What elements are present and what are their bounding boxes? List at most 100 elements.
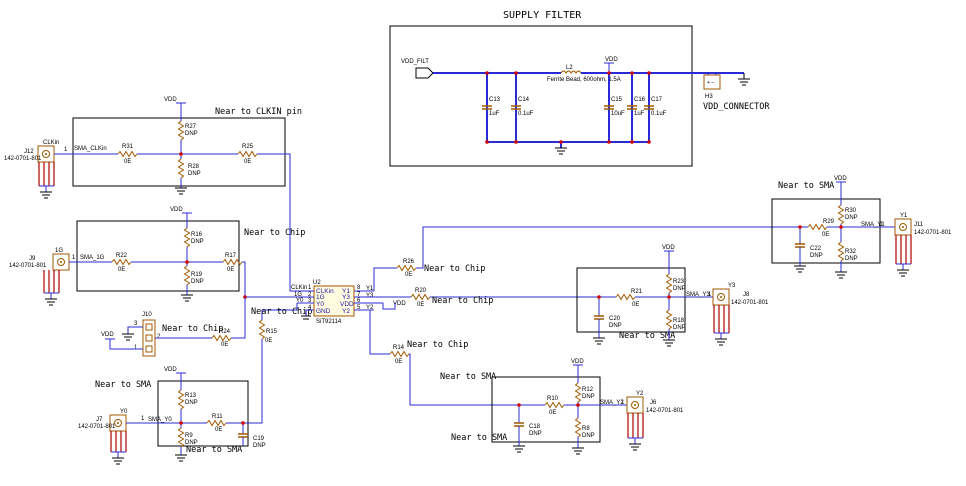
svg-text:DNP: DNP: [582, 433, 595, 439]
svg-text:R12: R12: [582, 387, 594, 393]
svg-text:DNP: DNP: [185, 131, 198, 137]
y2-output-section: Near to SMA Near to SMA R10 0E SMA_Y2 1 …: [440, 359, 684, 455]
svg-text:R9: R9: [185, 433, 193, 439]
svg-text:R10: R10: [547, 396, 559, 402]
svg-text:Y0: Y0: [316, 301, 324, 308]
l2-value: Ferrite Bead, 600ohm, 1.5A: [547, 77, 621, 83]
svg-text:Y3: Y3: [728, 283, 736, 289]
svg-text:Y1: Y1: [366, 286, 374, 292]
svg-text:DNP: DNP: [185, 400, 198, 406]
svg-text:DNP: DNP: [845, 256, 858, 262]
svg-text:0E: 0E: [417, 302, 424, 308]
svg-text:R31: R31: [122, 144, 134, 150]
svg-text:Y1: Y1: [342, 288, 350, 295]
svg-text:DNP: DNP: [191, 239, 204, 245]
svg-text:R29: R29: [823, 219, 835, 225]
svg-text:1: 1: [880, 222, 884, 228]
note-near-chip-1g: Near to Chip: [244, 228, 305, 238]
supply-capacitors: C13 1uF C14 0.1uF C15 10uF C16 1uF C17 0…: [482, 71, 667, 155]
svg-text:DNP: DNP: [810, 253, 823, 259]
svg-text:142-0701-801: 142-0701-801: [9, 263, 47, 269]
svg-text:R18: R18: [673, 318, 685, 324]
svg-text:C20: C20: [609, 316, 621, 322]
svg-text:R23: R23: [673, 279, 685, 285]
svg-text:C16: C16: [634, 97, 646, 103]
h3-glyph: + –: [707, 80, 714, 86]
svg-text:R20: R20: [415, 288, 427, 294]
svg-text:VDD: VDD: [834, 176, 847, 182]
svg-text:CLKin: CLKin: [43, 140, 59, 146]
svg-text:7: 7: [357, 292, 361, 298]
svg-text:U2: U2: [313, 280, 321, 286]
svg-text:R19: R19: [191, 272, 203, 278]
note-near-sma-y0a: Near to SMA: [95, 380, 151, 390]
svg-text:J7: J7: [96, 417, 103, 423]
svg-text:0E: 0E: [124, 159, 131, 165]
svg-text:Y2: Y2: [636, 391, 644, 397]
r15-resistor: [258, 319, 266, 340]
net-sma-1g: SMA_1G: [80, 255, 105, 261]
svg-text:1: 1: [134, 345, 138, 351]
y1-output-section: Near to SMA R29 0E SMA_Y1 1 C22 DNP VDD …: [771, 176, 952, 279]
svg-text:R22: R22: [116, 253, 128, 259]
net-sma-y0: SMA_Y0: [148, 417, 172, 423]
svg-text:C14: C14: [518, 97, 530, 103]
r11-resistor: [206, 419, 227, 427]
svg-text:VDD: VDD: [662, 245, 675, 251]
svg-text:Y3: Y3: [366, 293, 374, 299]
r22-resistor: [111, 258, 132, 266]
u2-output-routing: R26 0E Near to Chip R20 0E Near to Chip …: [369, 226, 808, 406]
l2-ref: L2: [566, 65, 573, 71]
svg-text:R28: R28: [188, 164, 200, 170]
svg-text:C17: C17: [651, 97, 663, 103]
svg-text:DNP: DNP: [582, 394, 595, 400]
svg-text:0E: 0E: [549, 410, 556, 416]
svg-text:1: 1: [141, 416, 145, 422]
svg-text:VDD: VDD: [164, 367, 177, 373]
r14-resistor: [389, 350, 410, 358]
net-sma-clkin: SMA_CLKin: [74, 146, 107, 152]
svg-text:DNP: DNP: [188, 171, 201, 177]
j12-sma-connector: CLKin J12 142-0701-801 1: [4, 140, 68, 199]
svg-text:0E: 0E: [632, 302, 639, 308]
net-sma-y1: SMA_Y1: [861, 222, 885, 228]
svg-text:0E: 0E: [118, 267, 125, 273]
svg-text:142-0701-801: 142-0701-801: [78, 424, 116, 430]
svg-text:R14: R14: [393, 345, 405, 351]
svg-text:VDD: VDD: [340, 301, 354, 308]
svg-text:R15: R15: [266, 329, 278, 335]
supply-filter-box: [389, 25, 693, 167]
svg-text:Y3: Y3: [342, 294, 350, 301]
svg-text:VDD: VDD: [170, 207, 183, 213]
svg-text:Y0: Y0: [120, 409, 128, 415]
svg-text:0E: 0E: [227, 267, 234, 273]
note-near-sma-y1: Near to SMA: [778, 181, 834, 191]
svg-text:CLKin: CLKin: [291, 285, 307, 291]
svg-text:10uF: 10uF: [611, 111, 625, 117]
svg-text:DNP: DNP: [185, 440, 198, 446]
svg-text:J12: J12: [24, 149, 34, 155]
svg-text:R13: R13: [185, 393, 197, 399]
svg-text:GND: GND: [316, 308, 331, 315]
svg-text:R11: R11: [212, 414, 223, 420]
r17-resistor: [222, 258, 243, 266]
svg-text:C22: C22: [810, 246, 822, 252]
svg-text:1G: 1G: [294, 292, 302, 298]
svg-text:VDD: VDD: [164, 97, 177, 103]
note-near-sma-y3: Near to SMA: [619, 331, 675, 341]
vdd-label-filter: VDD: [605, 57, 618, 63]
vdd-filt-port: [415, 67, 434, 79]
svg-text:Y2: Y2: [342, 308, 350, 315]
svg-text:DNP: DNP: [673, 286, 686, 292]
svg-text:R8: R8: [582, 426, 590, 432]
svg-text:R17: R17: [225, 253, 237, 259]
svg-text:0.1uF: 0.1uF: [651, 111, 667, 117]
svg-text:2: 2: [308, 292, 312, 298]
j7-sma-connector: Y0 J7 142-0701-801 1: [78, 409, 145, 465]
r10-resistor: [544, 401, 565, 409]
svg-text:0E: 0E: [405, 272, 412, 278]
svg-text:DNP: DNP: [673, 325, 686, 331]
u2-chip: U2 SiT92114 CLKin 1G Y0 GND Y1 Y3 VDD Y2…: [291, 280, 406, 325]
svg-text:R24: R24: [219, 329, 231, 335]
